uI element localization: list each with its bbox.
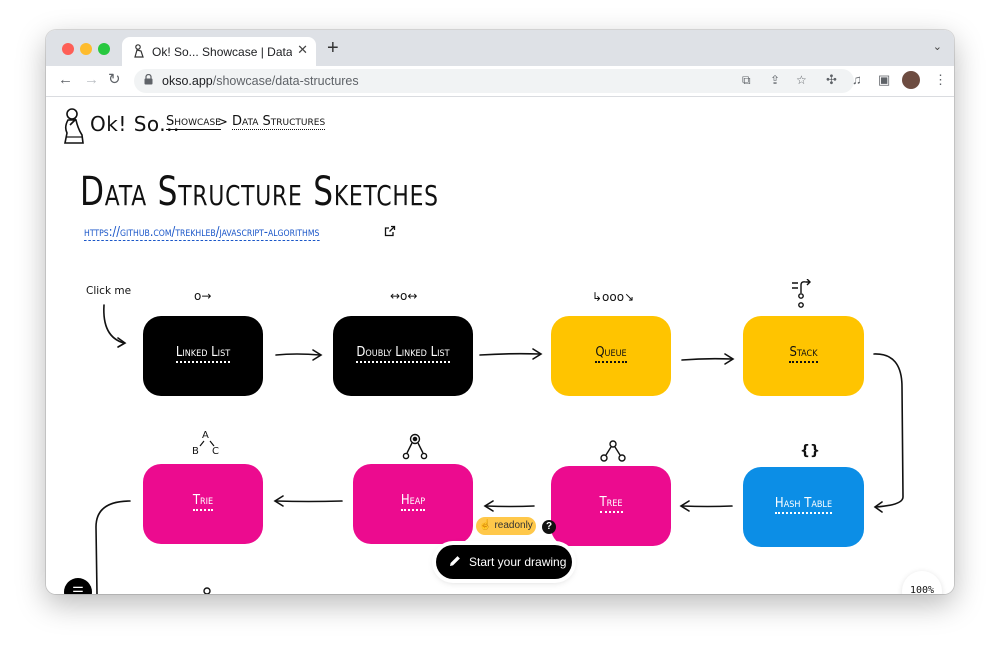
thinker-favicon-icon (134, 44, 144, 58)
node-heap-label: Heap (400, 493, 426, 511)
repo-link[interactable]: https://github.com/trekhleb/javascript-a… (84, 225, 320, 241)
extensions-icon[interactable]: ✣ (826, 72, 837, 87)
start-drawing-label: Start your drawing (469, 555, 567, 569)
trie-icon: A B C (192, 430, 222, 460)
side-panel-icon[interactable]: ▣ (878, 72, 891, 87)
node-doubly-linked-list[interactable]: Doubly Linked List (333, 316, 473, 396)
node-trie-label: Trie (192, 493, 214, 511)
page-content: Ok! So... Showcase > Data Structures Dat… (46, 97, 954, 594)
tab-bar: Ok! So... Showcase | Data Structures ✕ +… (46, 30, 954, 66)
breadcrumb-current: Data Structures (232, 114, 326, 130)
zoom-level-indicator[interactable]: 100% (902, 571, 942, 594)
forward-icon[interactable]: → (84, 71, 99, 88)
more-menu-icon[interactable]: ⋮ (934, 72, 947, 87)
trie-letter-c: C (212, 446, 219, 457)
trie-letter-a: A (202, 430, 209, 441)
queue-symbol-icon: ↳ooo↘ (592, 290, 635, 304)
media-controls-icon[interactable]: ♫ (852, 72, 862, 87)
node-stack-label: Stack (789, 345, 818, 363)
heap-icon (402, 433, 428, 460)
node-queue-label: Queue (595, 345, 627, 363)
external-link-icon[interactable] (384, 225, 396, 237)
pencil-icon (450, 556, 460, 566)
tab-search-chevron-icon[interactable]: ⌄ (932, 41, 942, 53)
breadcrumb-showcase[interactable]: Showcase (166, 114, 221, 130)
page-title: Data Structure Sketches (80, 169, 439, 215)
minimize-window-button[interactable] (80, 43, 92, 55)
address-bar[interactable]: okso.app/showcase/data-structures ⧉ ⇪ ☆ (134, 69, 854, 93)
share-icon[interactable]: ⇪ (770, 73, 781, 87)
url-host: okso.app (162, 74, 213, 88)
arrow-hash-tree (681, 505, 733, 508)
node-heap[interactable]: Heap (353, 464, 473, 544)
readonly-label: readonly (494, 520, 533, 531)
tab-close-icon[interactable]: ✕ (297, 42, 308, 57)
node-trie[interactable]: Trie (143, 464, 263, 544)
tab-title: Ok! So... Showcase | Data Structures (152, 45, 292, 59)
lock-icon (144, 74, 153, 85)
trie-letter-b: B (192, 446, 199, 457)
node-linked-list-label: Linked List (175, 345, 231, 363)
arrow-stack-hash (873, 353, 904, 508)
node-hash-table[interactable]: Hash Table (743, 467, 864, 547)
linked-list-symbol-icon: o→ (194, 289, 212, 303)
arrow-doubly-queue (479, 352, 541, 356)
arrow-tree-heap (485, 505, 535, 508)
arrow-queue-stack (681, 357, 733, 361)
node-linked-list[interactable]: Linked List (143, 316, 263, 396)
tree-icon (600, 440, 626, 462)
stack-icon (792, 279, 811, 308)
click-me-arrow (103, 304, 125, 344)
new-tab-icon[interactable]: + (327, 37, 339, 59)
breadcrumb-separator: > (217, 115, 228, 130)
arrow-trie-down (95, 500, 131, 594)
next-node-icon (203, 587, 211, 594)
start-drawing-button[interactable]: Start your drawing (436, 545, 572, 579)
node-stack[interactable]: Stack (743, 316, 864, 396)
node-hash-table-label: Hash Table (774, 496, 833, 514)
arrow-heap-trie (275, 500, 343, 503)
arrow-linked-doubly (275, 353, 321, 356)
brand-name[interactable]: Ok! So... (90, 112, 180, 136)
node-tree-label: Tree (599, 495, 623, 513)
open-in-app-icon[interactable]: ⧉ (742, 73, 751, 87)
hash-table-symbol-icon: {} (800, 443, 820, 459)
connector-arrows (95, 304, 904, 594)
maximize-window-button[interactable] (98, 43, 110, 55)
help-button[interactable]: ? (542, 520, 556, 534)
url-text[interactable]: okso.app/showcase/data-structures (162, 74, 359, 88)
node-doubly-linked-list-label: Doubly Linked List (356, 345, 450, 363)
browser-window: Ok! So... Showcase | Data Structures ✕ +… (46, 30, 954, 594)
close-window-button[interactable] (62, 43, 74, 55)
hand-icon: ☝ (479, 520, 495, 531)
doubly-linked-list-symbol-icon: ↔o↔ (390, 289, 418, 303)
active-tab[interactable]: Ok! So... Showcase | Data Structures ✕ (122, 37, 316, 66)
back-icon[interactable]: ← (58, 71, 73, 88)
node-queue[interactable]: Queue (551, 316, 671, 396)
thinker-logo-icon[interactable] (60, 107, 88, 147)
reload-icon[interactable]: ↻ (108, 71, 121, 88)
browser-toolbar: ← → ↻ okso.app/showcase/data-structures … (46, 66, 954, 97)
url-path: /showcase/data-structures (212, 74, 359, 88)
profile-avatar[interactable] (902, 71, 920, 89)
node-tree[interactable]: Tree (551, 466, 671, 546)
bookmark-star-icon[interactable]: ☆ (796, 73, 807, 87)
hamburger-menu-icon[interactable]: ☰ (64, 578, 92, 594)
readonly-badge: ☝ readonly (476, 517, 536, 535)
click-me-label: Click me (86, 285, 132, 297)
